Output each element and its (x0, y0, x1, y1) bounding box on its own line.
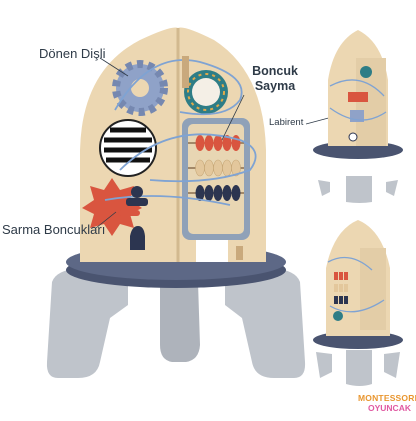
astronaut-figure (118, 186, 148, 250)
label-bead-winding: Sarma Boncukları (2, 222, 106, 237)
abacus-beads (188, 135, 244, 201)
brand-logo-line1: MONTESSORI (358, 393, 416, 403)
rocket-view-back (313, 220, 403, 386)
label-labyrinth: Labirent (269, 117, 304, 128)
brand-logo: MONTESSORI OYUNCAK (358, 393, 416, 415)
label-rotating-gear: Dönen Dişli (39, 46, 106, 61)
brand-logo-line2: OYUNCAK (368, 403, 411, 413)
label-bead-counting: Boncuk Sayma (242, 64, 308, 94)
rocket-view-side (313, 30, 403, 203)
porthole (184, 70, 228, 114)
bead-wire-maze (104, 59, 257, 206)
label-bead-counting-line2: Sayma (254, 79, 296, 93)
label-bead-counting-line1: Boncuk (252, 64, 298, 78)
main-rocket-fins (46, 268, 306, 378)
red-star-gear (82, 178, 142, 236)
